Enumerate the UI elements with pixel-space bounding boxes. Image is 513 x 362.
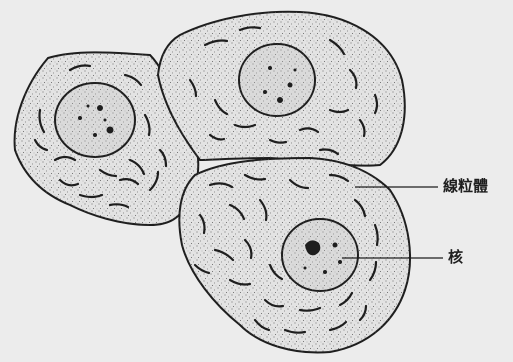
nucleus-label: 核 [448,250,463,265]
cell-top [158,12,405,166]
mitochondria-label: 線粒體 [443,179,488,194]
